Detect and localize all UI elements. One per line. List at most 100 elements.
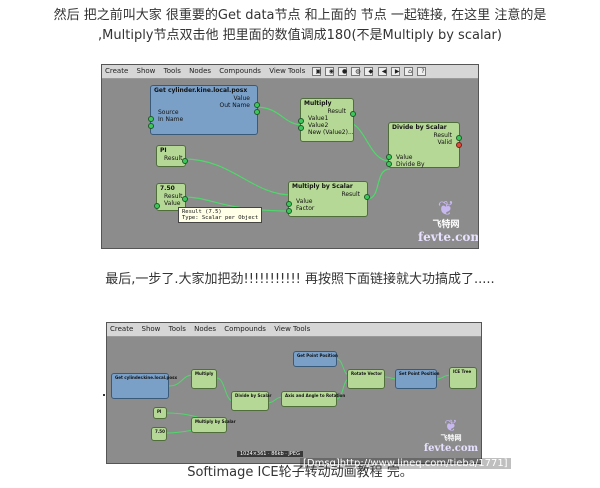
input-port[interactable]	[148, 123, 154, 129]
node-multiply[interactable]: Multiply Result Value1 Value2 New (Value…	[298, 98, 356, 142]
node-get-point-position[interactable]: Get Point Position	[293, 351, 338, 367]
node-scalar-title: 7.50	[160, 185, 175, 192]
input-port[interactable]	[286, 208, 292, 214]
port-label-new-value2: New (Value2)...	[308, 129, 354, 136]
node-pi[interactable]: PI Result	[156, 145, 188, 167]
port-label-divide-by: Divide By	[396, 161, 425, 168]
ice-tree-screenshot-1: Create Show Tools Nodes Compounds View T…	[101, 64, 479, 249]
node-get-data-title: Get cylinder.kine.local.posx	[154, 87, 248, 94]
menu-nodes[interactable]: Nodes	[189, 67, 212, 75]
output-port[interactable]	[254, 109, 260, 115]
wings-logo-icon: ❦	[437, 196, 455, 220]
output-port[interactable]	[456, 135, 462, 141]
port-label-in-name: In Name	[158, 116, 184, 123]
menu-view-tools[interactable]: View Tools	[274, 325, 311, 333]
url-overlay[interactable]: [Dmsg]http://www.lineq.com/tieba/1771]	[300, 458, 511, 469]
node-axis-angle-rotation[interactable]: Axis and Angle to Rotation	[281, 391, 346, 407]
input-port[interactable]	[154, 203, 160, 209]
watermark-cn: 飞特网	[440, 433, 462, 442]
port-label-value: Value	[396, 154, 413, 161]
port-label-value1: Value1	[308, 115, 329, 122]
node-ice-tree[interactable]: ICE Tree	[449, 367, 477, 389]
paint-icon[interactable]: ◆	[364, 66, 374, 76]
node-label: Get Point Position	[297, 353, 338, 358]
menu-view-tools[interactable]: View Tools	[269, 67, 306, 75]
menu-compounds[interactable]: Compounds	[224, 325, 266, 333]
node-label: ICE Tree	[453, 369, 472, 374]
input-port[interactable]	[286, 201, 292, 207]
port-label-value: Value	[233, 95, 250, 102]
node-label: Multiply by Scalar	[195, 419, 236, 424]
node-label: 7.50	[155, 429, 165, 434]
node-multiply-scalar-title: Multiply by Scalar	[292, 183, 353, 190]
node-pi-title: PI	[160, 147, 167, 154]
help-icon[interactable]: ?	[417, 66, 427, 76]
menu-create[interactable]: Create	[110, 325, 134, 333]
node-label: Set Point Position	[399, 371, 440, 376]
menu-tools[interactable]: Tools	[168, 325, 186, 333]
ice-menu-bar: Create Show Tools Nodes Compounds View T…	[102, 65, 478, 79]
fevte-watermark: ❦ 飞特网 fevte.com	[418, 196, 479, 244]
output-port[interactable]	[364, 194, 370, 200]
node-label: Divide by Scalar	[235, 393, 272, 398]
input-port[interactable]	[298, 125, 304, 131]
port-label-result: Result	[433, 132, 452, 139]
input-port[interactable]	[386, 154, 392, 160]
menu-compounds[interactable]: Compounds	[219, 67, 261, 75]
input-port[interactable]	[148, 116, 154, 122]
home-icon[interactable]: ⌂	[404, 66, 414, 76]
node-label: Get cylinder.kine.local.posx	[115, 375, 178, 380]
ice-tree-screenshot-2: Create Show Tools Nodes Compounds View T…	[106, 322, 482, 464]
node-scalar-7-50[interactable]: 7.50	[151, 427, 167, 441]
node-label: Rotate Vector	[351, 371, 383, 376]
fevte-watermark: ❦ 飞特网 fevte.com	[423, 418, 479, 455]
paragraph-2: 最后,一步了.大家加把劲!!!!!!!!!!! 再按照下面链接就大功搞成了...…	[105, 272, 495, 287]
camera-icon[interactable]: ◉	[324, 66, 334, 76]
node-label: PI	[157, 409, 162, 414]
watermark-en: fevte.com	[423, 443, 479, 454]
forward-icon[interactable]: ▶	[390, 66, 400, 76]
menu-create[interactable]: Create	[105, 67, 129, 75]
node-multiply-by-scalar[interactable]: Multiply by Scalar Result Value Factor	[286, 181, 370, 217]
port-label-value: Value	[296, 198, 313, 205]
port-label-valid: Valid	[437, 139, 452, 146]
watermark-en: fevte.com	[418, 230, 479, 244]
lock-icon[interactable]: ▣	[311, 66, 321, 76]
back-icon[interactable]: ◀	[377, 66, 387, 76]
output-port[interactable]	[254, 102, 260, 108]
node-divide-by-scalar[interactable]: Divide by Scalar	[231, 391, 272, 411]
menu-show[interactable]: Show	[141, 325, 161, 333]
node-multiply-by-scalar[interactable]: Multiply by Scalar	[191, 417, 236, 433]
port-label-factor: Factor	[296, 205, 315, 212]
menu-nodes[interactable]: Nodes	[194, 325, 217, 333]
node-pi[interactable]: PI	[153, 407, 167, 419]
node-set-point-position[interactable]: Set Point Position	[395, 369, 440, 389]
record-icon[interactable]: ●	[337, 66, 347, 76]
node-get-data[interactable]: Get cylinder.kine.local.posx	[111, 373, 178, 399]
output-port-valid[interactable]	[456, 142, 462, 148]
watermark-cn: 飞特网	[432, 220, 460, 230]
image-info-bar: 1024×361 · 86kb · JPEG	[237, 451, 303, 457]
node-label: Multiply	[195, 371, 214, 376]
ice-menu-bar: Create Show Tools Nodes Compounds View T…	[107, 323, 481, 337]
globe-icon[interactable]: ◍	[351, 66, 360, 76]
input-port[interactable]	[386, 161, 392, 167]
output-port[interactable]	[182, 158, 188, 164]
node-multiply-title: Multiply	[304, 100, 332, 107]
output-port[interactable]	[182, 196, 188, 202]
menu-show[interactable]: Show	[136, 67, 156, 75]
port-label-result: Result	[341, 191, 360, 198]
node-rotate-vector[interactable]: Rotate Vector	[347, 369, 385, 389]
input-port[interactable]	[298, 118, 304, 124]
output-port[interactable]	[350, 111, 356, 117]
menu-tools[interactable]: Tools	[163, 67, 181, 75]
bullet-dot	[103, 394, 105, 396]
port-label-value: Value	[164, 200, 181, 207]
port-label-value2: Value2	[308, 122, 329, 129]
node-scalar-7-50[interactable]: 7.50 Result Value	[154, 183, 188, 211]
node-divide-title: Divide by Scalar	[392, 124, 447, 131]
node-label: Axis and Angle to Rotation	[285, 393, 346, 398]
node-divide-by-scalar[interactable]: Divide by Scalar Result Valid Value Divi…	[386, 122, 462, 168]
node-multiply[interactable]: Multiply	[191, 369, 217, 389]
node-get-data[interactable]: Get cylinder.kine.local.posx Value Out N…	[148, 85, 260, 135]
